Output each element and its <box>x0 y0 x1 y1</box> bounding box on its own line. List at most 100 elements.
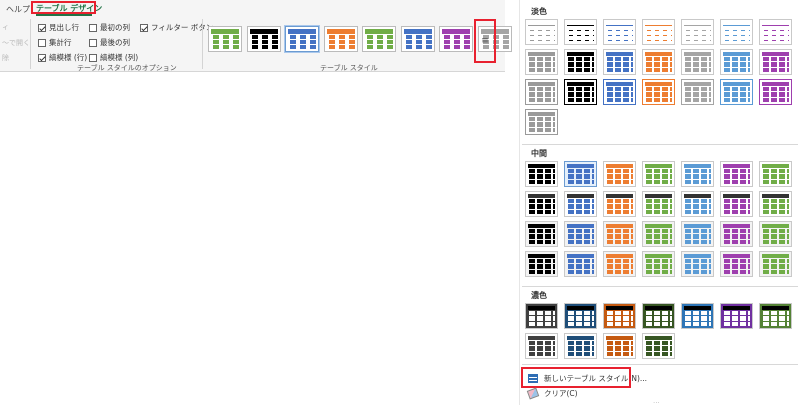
table-style-option[interactable] <box>681 303 714 329</box>
table-style-option[interactable] <box>720 19 753 45</box>
gallery-style-thumbnail[interactable] <box>323 26 358 52</box>
table-style-option[interactable] <box>642 303 675 329</box>
table-style-option[interactable] <box>603 161 636 187</box>
style-row <box>762 35 789 36</box>
table-style-option[interactable] <box>720 161 753 187</box>
banded-rows-checkbox[interactable] <box>38 53 46 62</box>
table-style-option[interactable] <box>603 303 636 329</box>
gallery-more-button[interactable]: ≡ <box>477 22 493 60</box>
table-style-option[interactable] <box>525 49 558 75</box>
table-style-option[interactable] <box>642 19 675 45</box>
table-style-option[interactable] <box>720 191 753 217</box>
clear-menu-item[interactable]: クリア(C) <box>526 387 578 400</box>
table-style-option[interactable] <box>642 221 675 247</box>
banded-columns-option[interactable]: 縞模様 (列) <box>89 52 138 63</box>
first-column-checkbox[interactable] <box>89 23 97 32</box>
style-header-bar <box>723 224 750 228</box>
table-style-option[interactable] <box>681 79 714 105</box>
table-style-option[interactable] <box>525 191 558 217</box>
table-style-option[interactable] <box>564 221 597 247</box>
gallery-style-thumbnail[interactable] <box>400 26 435 52</box>
table-style-option[interactable] <box>603 251 636 277</box>
table-style-option[interactable] <box>642 191 675 217</box>
table-style-option[interactable] <box>642 333 675 359</box>
style-row <box>684 179 711 184</box>
table-style-option[interactable] <box>759 251 792 277</box>
table-style-option[interactable] <box>759 19 792 45</box>
section-separator <box>522 286 798 287</box>
banded-rows-option[interactable]: 縞模様 (行) <box>38 52 87 63</box>
table-style-option[interactable] <box>525 109 558 135</box>
style-header-bar <box>645 164 672 168</box>
style-header-bar <box>684 254 711 258</box>
table-style-option[interactable] <box>603 221 636 247</box>
total-row-checkbox[interactable] <box>38 38 46 47</box>
header-row-checkbox[interactable] <box>38 23 46 32</box>
table-style-option[interactable] <box>681 19 714 45</box>
table-style-option[interactable] <box>759 79 792 105</box>
table-style-option[interactable] <box>681 251 714 277</box>
style-row <box>567 174 594 179</box>
gallery-style-thumbnail[interactable] <box>285 26 319 52</box>
tab-table-design[interactable]: テーブル デザイン <box>36 4 103 13</box>
table-style-option[interactable] <box>681 49 714 75</box>
gallery-style-thumbnail[interactable] <box>439 26 473 52</box>
table-style-option[interactable] <box>603 19 636 45</box>
table-style-option[interactable] <box>525 251 558 277</box>
table-style-option[interactable] <box>603 333 636 359</box>
table-style-option[interactable] <box>720 221 753 247</box>
gallery-style-thumbnail[interactable] <box>208 26 242 52</box>
first-column-option[interactable]: 最初の列 <box>89 22 130 33</box>
style-row <box>567 92 594 97</box>
table-style-option[interactable] <box>642 49 675 75</box>
style-row <box>645 204 672 209</box>
new-table-style-menu-item[interactable]: 新しいテーブル スタイル(N)... <box>528 373 647 384</box>
table-style-option[interactable] <box>564 191 597 217</box>
gallery-style-thumbnail[interactable] <box>362 26 396 52</box>
total-row-option[interactable]: 集計行 <box>38 37 72 48</box>
last-column-option[interactable]: 最後の列 <box>89 37 130 48</box>
table-style-option[interactable] <box>681 191 714 217</box>
table-style-option[interactable] <box>603 79 636 105</box>
banded-columns-checkbox[interactable] <box>89 53 97 62</box>
table-style-option[interactable] <box>564 333 597 359</box>
tab-help[interactable]: ヘルプ <box>6 5 30 14</box>
table-style-option[interactable] <box>603 191 636 217</box>
style-row <box>645 179 672 184</box>
last-column-checkbox[interactable] <box>89 38 97 47</box>
table-style-option[interactable] <box>525 161 558 187</box>
style-row <box>723 321 750 326</box>
table-style-option[interactable] <box>564 303 597 329</box>
table-style-option[interactable] <box>525 79 558 105</box>
table-style-option[interactable] <box>525 333 558 359</box>
filter-button-checkbox[interactable] <box>140 23 148 32</box>
style-row <box>606 30 633 31</box>
table-style-option[interactable] <box>564 49 597 75</box>
table-style-option[interactable] <box>720 303 753 329</box>
table-style-option[interactable] <box>681 161 714 187</box>
table-style-option[interactable] <box>759 161 792 187</box>
header-row-option[interactable]: 見出し行 <box>38 22 79 33</box>
table-style-option[interactable] <box>720 251 753 277</box>
table-style-option[interactable] <box>564 79 597 105</box>
table-style-option[interactable] <box>642 79 675 105</box>
table-style-option[interactable] <box>720 49 753 75</box>
filter-button-option[interactable]: フィルター ボタン <box>140 22 213 33</box>
table-style-option[interactable] <box>564 19 597 45</box>
table-style-option[interactable] <box>642 251 675 277</box>
table-style-option[interactable] <box>525 19 558 45</box>
table-style-option[interactable] <box>759 49 792 75</box>
table-style-option[interactable] <box>564 251 597 277</box>
table-style-option[interactable] <box>759 191 792 217</box>
table-style-option[interactable] <box>720 79 753 105</box>
table-style-option[interactable] <box>603 49 636 75</box>
table-style-option[interactable] <box>564 161 597 187</box>
active-tab-underline <box>36 14 92 16</box>
table-style-option[interactable] <box>681 221 714 247</box>
gallery-style-thumbnail[interactable] <box>246 26 281 52</box>
table-style-option[interactable] <box>759 303 792 329</box>
table-style-option[interactable] <box>525 303 558 329</box>
table-style-option[interactable] <box>759 221 792 247</box>
table-style-option[interactable] <box>525 221 558 247</box>
table-style-option[interactable] <box>642 161 675 187</box>
